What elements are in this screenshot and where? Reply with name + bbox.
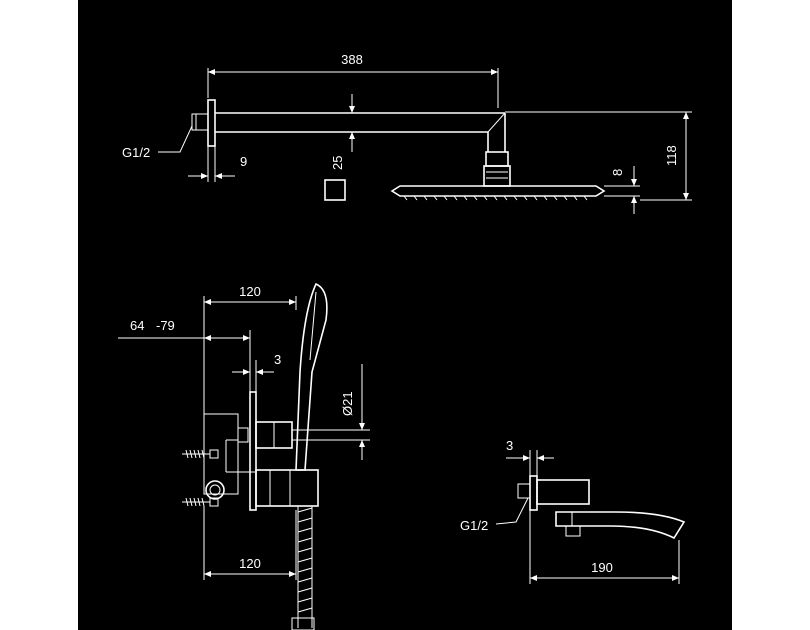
mixer-handle (255, 469, 319, 507)
spout-view: 3 G1/2 190 (460, 438, 686, 584)
label-plaster-range-a: 64 (130, 318, 144, 333)
label-outlet-diameter: Ø21 (340, 391, 355, 416)
label-plaster-range-b: -79 (156, 318, 175, 333)
label-wall-depth: 9 (240, 154, 247, 169)
shower-hose (297, 506, 313, 628)
leader-spout-thread (495, 497, 529, 525)
arm-cross-section (324, 179, 346, 201)
shower-head-plate (390, 185, 606, 197)
arm-wall-flange (207, 99, 216, 147)
spout-wall-plate (529, 475, 538, 511)
spout-curve (555, 511, 686, 540)
shower-nozzles (403, 195, 588, 201)
label-head-thickness: 8 (610, 169, 625, 176)
shower-arm-view: 388 G1/2 9 25 8 118 (122, 52, 692, 214)
inlet-ring (205, 480, 225, 500)
valve-view: 120 64 -79 3 Ø21 120 (118, 282, 370, 630)
leader-arm-thread (158, 125, 193, 153)
cover-plate (249, 391, 257, 511)
label-arm-section: 25 (330, 156, 345, 170)
head-connector (485, 151, 509, 167)
technical-drawing (78, 0, 732, 630)
label-valve-width-top: 120 (239, 284, 261, 299)
hand-shower (295, 282, 328, 471)
spout-body (536, 479, 590, 505)
label-spout-thread: G1/2 (460, 518, 488, 533)
label-spout-plate: 3 (506, 438, 513, 453)
label-plate-thickness: 3 (274, 352, 281, 367)
arm-thread-stub (191, 113, 209, 131)
label-valve-width-bottom: 120 (239, 556, 261, 571)
label-spout-length: 190 (591, 560, 613, 575)
label-arm-length: 388 (341, 52, 363, 67)
label-head-drop: 118 (664, 145, 679, 166)
label-arm-thread: G1/2 (122, 145, 150, 160)
